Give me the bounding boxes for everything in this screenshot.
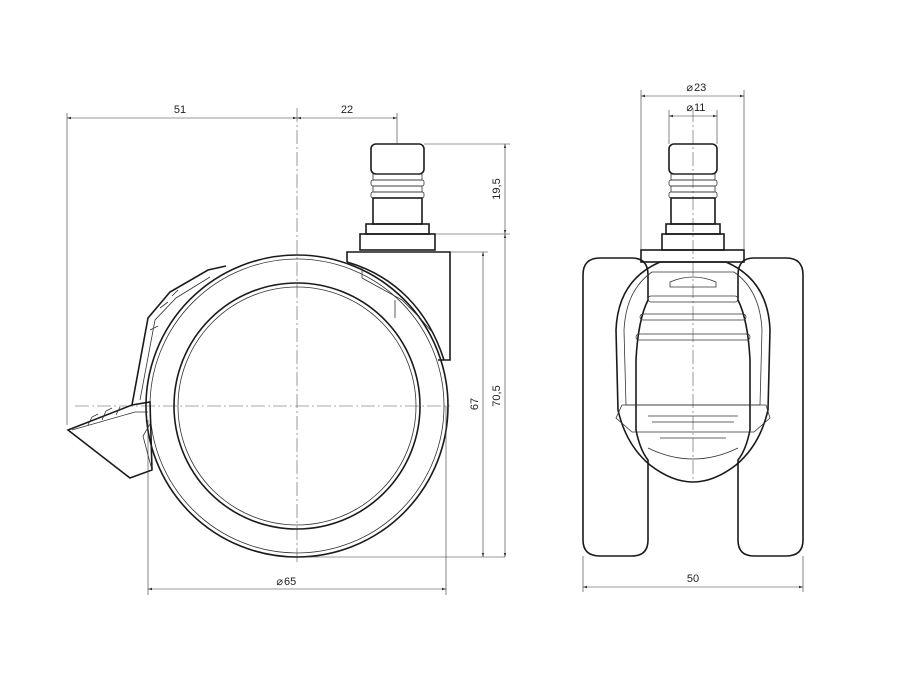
vent-slot-3 <box>639 313 747 321</box>
stem-shaft <box>372 197 423 225</box>
brake-arm-lower <box>142 423 153 471</box>
vent-slot-1 <box>669 276 717 288</box>
dim-19-label: 19,5 <box>491 178 503 199</box>
dim-67-label: 67 <box>469 398 481 410</box>
brake-ridges <box>87 406 121 426</box>
right-tire <box>737 257 804 557</box>
stem-ring-2 <box>370 179 425 187</box>
dim-22-label: 22 <box>341 104 353 116</box>
brake-pedal <box>66 401 153 479</box>
front-view: ⌀ 23 ⌀ 11 50 <box>582 82 804 592</box>
front-step <box>615 404 771 433</box>
step-grip-lines <box>648 415 738 423</box>
side-view: 51 22 19,5 67 70,5 ⌀ 65 <box>66 104 510 595</box>
dim-23-label: 23 <box>694 82 706 94</box>
hub-inner-circle <box>177 286 417 526</box>
dim-11-symbol: ⌀ <box>686 102 693 114</box>
vent-slot-2 <box>647 295 739 303</box>
dim-65-label: 65 <box>284 576 296 588</box>
stem-ring-1 <box>372 173 423 181</box>
vent-slot-4 <box>635 333 751 341</box>
front-bracket <box>640 249 745 263</box>
hub-outer-circle <box>173 282 421 530</box>
stem-collar <box>365 223 430 235</box>
dim-11-label: 11 <box>694 102 705 114</box>
dim-70-label: 70,5 <box>491 385 503 406</box>
dim-50-label: 50 <box>687 573 699 585</box>
stem-top <box>370 143 425 175</box>
brake-lever <box>66 265 227 479</box>
front-lower-curve <box>647 447 739 460</box>
dim-51-label: 51 <box>174 104 186 116</box>
dim-23-symbol: ⌀ <box>686 82 693 94</box>
stem-ring-4 <box>370 191 425 199</box>
brake-arm <box>131 265 227 406</box>
stem-front <box>661 143 725 251</box>
front-stem-base <box>661 233 725 251</box>
stem-ring-3 <box>372 185 423 193</box>
brake-arm-inner <box>139 276 211 401</box>
stem-side <box>359 143 436 251</box>
front-housing <box>615 261 771 483</box>
brake-pedal-edge <box>71 411 148 431</box>
stem-base <box>359 233 436 251</box>
left-tire <box>582 257 649 557</box>
brake-teeth <box>149 289 179 331</box>
fork-inner-edge <box>361 268 433 333</box>
dim-65-symbol: ⌀ <box>276 576 283 588</box>
